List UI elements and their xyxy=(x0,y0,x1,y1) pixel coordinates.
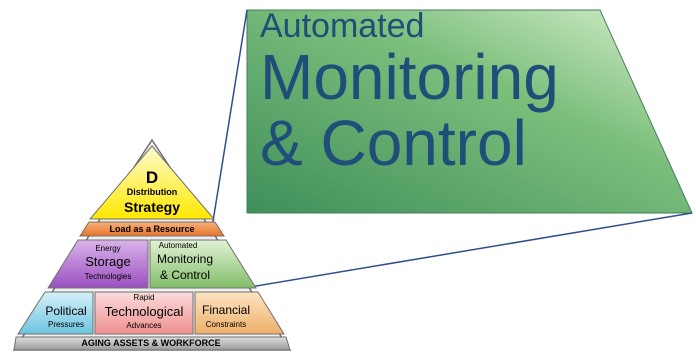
connector-line-top xyxy=(209,9,248,241)
block-financial xyxy=(194,291,285,335)
financial-small: Constraints xyxy=(205,320,247,329)
load-band-label: Load as a Resource xyxy=(109,224,195,234)
top-letter: D xyxy=(145,168,159,187)
monitoring-main1: Monitoring xyxy=(156,252,214,266)
political-main: Political xyxy=(45,304,87,318)
callout-title-line2: & Control xyxy=(260,107,527,179)
block-political xyxy=(17,291,94,335)
financial-main: Financial xyxy=(201,303,251,317)
top-small-label: Distribution xyxy=(126,187,178,197)
storage-small-bottom: Technologies xyxy=(84,272,132,281)
block-technological xyxy=(94,291,194,335)
monitoring-small-top: Automated xyxy=(158,241,198,250)
band-base xyxy=(13,336,291,351)
technological-small-bottom: Advances xyxy=(126,321,162,330)
storage-main: Storage xyxy=(85,254,131,269)
tier-top xyxy=(88,145,216,220)
technological-small-top: Rapid xyxy=(133,293,155,302)
callout-title-small: Automated xyxy=(260,7,425,45)
storage-small-top: Energy xyxy=(95,244,121,253)
callout-text: Automated Monitoring & Control xyxy=(260,8,660,176)
connector-line-bottom xyxy=(249,212,693,288)
technological-main: Technological xyxy=(104,304,184,319)
callout-title-line1: Monitoring xyxy=(260,41,559,113)
political-small: Pressures xyxy=(47,320,84,329)
block-monitoring xyxy=(149,239,257,289)
top-main-label: Strategy xyxy=(123,199,181,215)
monitoring-main2: & Control xyxy=(159,268,211,282)
band-load xyxy=(79,221,225,237)
block-storage xyxy=(47,239,149,289)
base-band-label: AGING ASSETS & WORKFORCE xyxy=(81,338,221,348)
